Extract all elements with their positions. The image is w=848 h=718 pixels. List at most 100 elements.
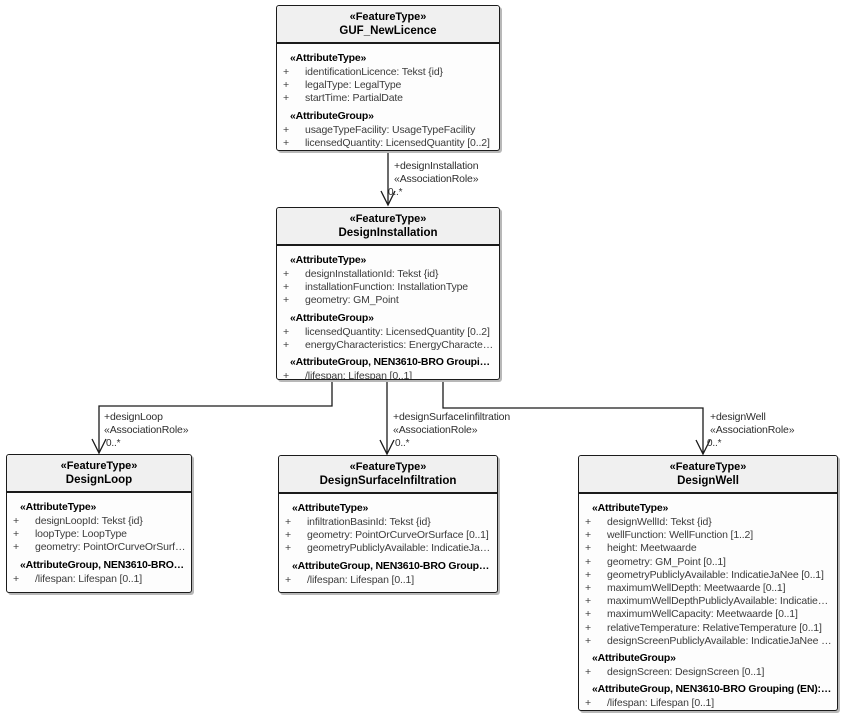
association-stereotype: «AssociationRole» [394,173,479,185]
attribute-row: +installationFunction: InstallationType [277,281,496,294]
association-role: +designSurfaceIinfiltration [393,411,511,423]
visibility-marker: + [283,338,289,351]
class-header: «FeatureType»DesignWell [579,456,837,494]
visibility-marker: + [585,542,591,555]
class-stereotype: «FeatureType» [349,213,427,225]
class-stereotype: «FeatureType» [349,11,427,23]
arrowhead-design-loop [91,438,107,455]
class-box-guf-newlicence: «FeatureType» GUF_NewLicence «AttributeTyp… [276,5,500,151]
visibility-marker: + [585,582,591,595]
association-role: +designWell [710,411,766,423]
visibility-marker: + [585,529,591,542]
attribute-text: designInstallationId: Tekst {id} [305,268,439,280]
association-label-design-installation: +designInstallation «AssociationRole» 0.… [388,160,479,199]
association-line-design-loop [98,380,333,452]
class-name: GUF_NewLicence [339,25,437,37]
attribute-row: +maximumWellDepth: Meetwaarde [0..1] [579,582,834,595]
class-header: «FeatureType»DesignSurfaceInfiltration [279,456,497,494]
section-header: «AttributeType» [20,501,97,513]
attribute-row: +/lifespan: Lifespan [0..1] [579,697,834,710]
attribute-text: designScreen: DesignScreen [0..1] [607,666,765,679]
visibility-marker: + [283,92,289,105]
association-stereotype: «AssociationRole» [393,424,478,436]
visibility-marker: + [285,529,291,542]
association-role: +designLoop [104,411,163,423]
association-multiplicity: 0..* [106,438,121,449]
attribute-text: usageTypeFacility: UsageTypeFacility [305,123,476,136]
attribute-text: /lifespan: Lifespan [0..1] [305,370,413,380]
attribute-text: legalType: LegalType [305,79,402,92]
arrowhead-design-installation [380,190,396,207]
class-header: «FeatureType» DesignLoop [7,455,191,493]
visibility-marker: + [283,123,289,136]
visibility-marker: + [585,634,591,647]
class-attributes: «AttributeType»+designInstallationId: Te… [277,246,499,380]
visibility-marker: + [585,621,591,634]
attribute-text: identificationLicence: Tekst {id} [305,66,443,78]
visibility-marker: + [283,79,289,92]
visibility-marker: + [585,516,591,528]
visibility-marker: + [585,555,591,568]
visibility-marker: + [285,542,291,555]
attribute-text: /lifespan: Lifespan [0..1] [307,573,415,586]
attribute-row: + geometry: PointOrCurveOrSurface [0..1] [279,529,494,542]
attribute-text: wellFunction: WellFunction [1..2] [607,529,754,542]
attribute-text: geometryPubliclyAvailable: IndicatieJaNe… [307,542,494,555]
attribute-row: + loopType: LoopType [7,528,188,541]
association-multiplicity: 0..* [395,438,410,449]
attribute-row: +licensedQuantity: LicensedQuantity [0..… [277,326,496,339]
association-stereotype: «AssociationRole» [710,424,795,436]
section-header: «AttributeGroup, NEN3610-BRO Grouping (E… [290,356,494,369]
attribute-row: +startTime: PartialDate [277,92,496,105]
attribute-text: geometry: PointOrCurveOrSurface [0..1] [307,529,489,542]
visibility-marker: + [283,268,289,280]
attribute-row: +geometryPubliclyAvailable: IndicatieJaN… [579,569,834,582]
attribute-row: +designScreen: DesignScreen [0..1] [579,666,834,679]
section-header: «AttributeGroup, NEN3610-BRO Groupin... [20,558,186,571]
association-multiplicity: 0..* [388,187,403,198]
class-attributes: «AttributeType»+designLoopId: Tekst {id}… [7,493,191,590]
association-label-design-loop: +designLoop «AssociationRole» 0..* [104,411,189,450]
attribute-row: + geometryPubliclyAvailable: IndicatieJaN… [279,542,494,555]
attribute-text: licensedQuantity: LicensedQuantity [0..2… [305,136,490,149]
visibility-marker: + [13,541,19,554]
attribute-row: + designInstallationId: Tekst {id} [277,268,496,281]
section-header: «AttributeType» [290,254,367,266]
attribute-row: +designScreenPubliclyAvailable: Indicati… [579,635,834,648]
attribute-row: + maximumWellDepthPubliclyAvailable: Indi… [579,595,834,608]
class-attributes: «AttributeType»+identificationLicence: T… [277,44,499,150]
visibility-marker: + [585,568,591,581]
arrowhead-design-well [695,439,711,456]
visibility-marker: + [13,515,19,527]
class-name: DesignInstallation [338,227,438,239]
visibility-marker: + [283,136,289,149]
class-box-design-installation: «FeatureType» DesignInstallation «Attribut… [276,207,500,380]
section-header: «AttributeGroup» [290,311,374,324]
class-stereotype: «FeatureType» [60,460,138,472]
visibility-marker: + [585,595,591,608]
visibility-marker: + [283,66,289,78]
attribute-row: +/lifespan: Lifespan [0..1] [279,574,494,587]
association-multiplicity: 0..* [707,438,722,449]
class-name: DesignSurfaceInfiltration [319,475,457,487]
visibility-marker: + [13,528,19,541]
section-header: «AttributeType» [592,502,669,514]
class-box-design-well: «FeatureType»DesignWell«AttributeType»+d… [578,455,838,711]
class-name: DesignLoop [65,474,133,486]
attribute-text: designWellId: Tekst {id} [607,516,712,528]
class-header: «FeatureType» GUF_NewLicence [277,6,499,44]
association-line-design-well [442,380,704,453]
visibility-marker: + [585,608,591,621]
class-box-design-surface-infiltration: «FeatureType»DesignSurfaceInfiltration«A… [278,455,498,593]
section-header: «AttributeGroup, NEN3610-BRO Grouping (E… [592,683,832,696]
attribute-text: maximumWellDepthPubliclyAvailable: Indic… [607,595,834,608]
attribute-text: height: Meetwaarde [607,542,697,555]
association-role: +designInstallation [394,160,479,172]
attribute-text: /lifespan: Lifespan [0..1] [607,697,715,710]
visibility-marker: + [285,516,291,528]
attribute-text: loopType: LoopType [35,528,127,541]
class-attributes: «AttributeType»+infiltrationBasinId: Tek… [279,494,497,591]
attribute-row: +infiltrationBasinId: Tekst {id} [279,516,494,529]
attribute-row: + legalType: LegalType [277,79,496,92]
visibility-marker: + [13,572,19,585]
